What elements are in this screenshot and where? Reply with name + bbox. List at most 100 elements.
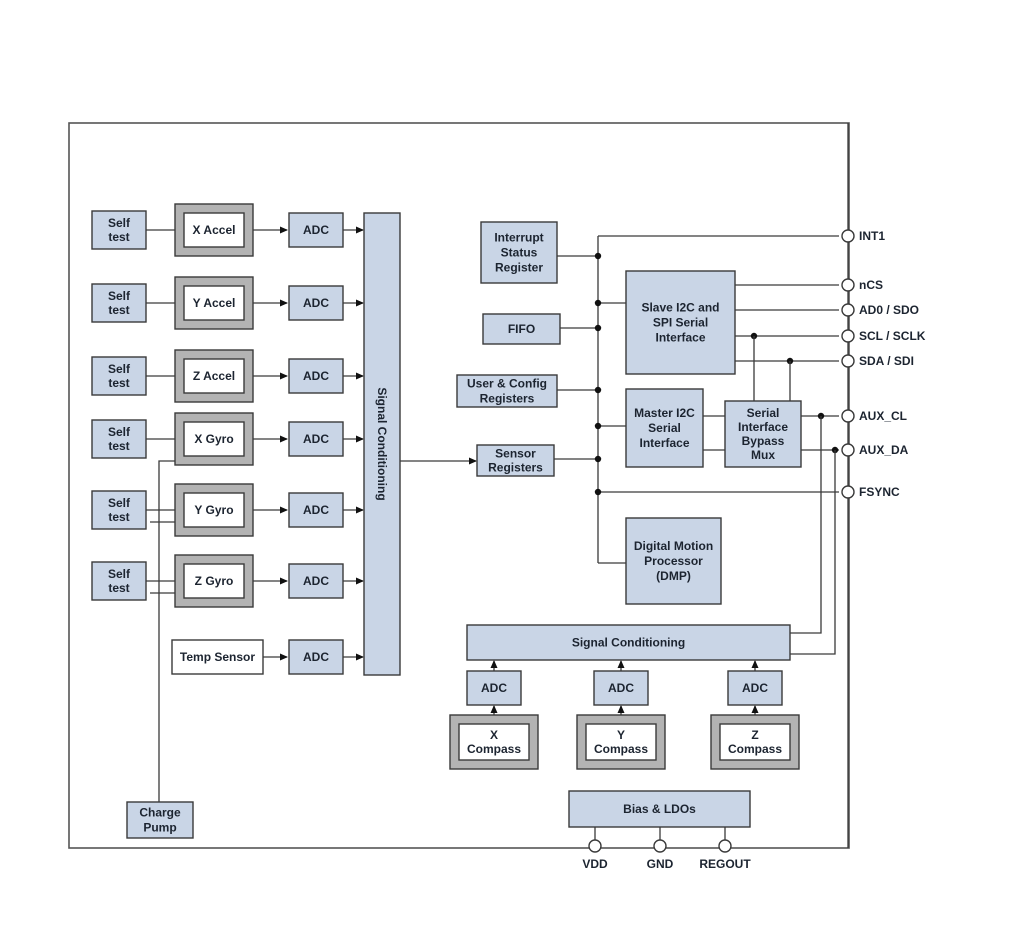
slave-i2c-spi-interface-label: Interface <box>655 331 705 345</box>
sensor-gyro-y-core <box>183 492 245 528</box>
adc-compass-y: ADC <box>593 670 649 706</box>
adc-gyro-z: ADC <box>288 563 344 599</box>
signal-conditioning-horizontal-label: Signal Conditioning <box>572 636 685 650</box>
sensor-accel-y-core <box>183 285 245 321</box>
sensor-gyro-z-label: Z Gyro <box>195 574 234 588</box>
aux-cl-compass-wire <box>790 416 822 634</box>
compass-x-label: Compass <box>467 742 521 756</box>
self-test-gyro-y-box <box>91 490 147 530</box>
adc-temp-box <box>288 639 344 675</box>
compass-y-label: Compass <box>594 742 648 756</box>
self-test-gyro-x-label: Self <box>108 425 131 439</box>
slave-i2c-spi-interface-box <box>625 270 736 375</box>
serial-interface-bypass-mux-label: Bypass <box>742 434 785 448</box>
adc-gyro-y-label: ADC <box>303 503 329 517</box>
user-config-registers-label: User & Config <box>467 377 547 391</box>
sensor-registers-label: Sensor <box>495 447 536 461</box>
pin-label-regout: REGOUT <box>699 857 751 871</box>
signal-conditioning-vertical: Signal Conditioning <box>363 212 401 676</box>
sensor-gyro-z-core <box>183 563 245 599</box>
compass-x-core <box>458 723 530 761</box>
pin-label-sda-sdi: SDA / SDI <box>859 354 914 368</box>
junction-dot <box>594 488 602 496</box>
user-config-registers-label: Registers <box>480 392 535 406</box>
pin-ncs <box>841 278 855 292</box>
junction-dot <box>594 324 602 332</box>
sensor-gyro-x: X Gyro <box>174 412 254 466</box>
adc-compass-x: ADC <box>466 670 522 706</box>
self-test-gyro-z-label: test <box>108 581 129 595</box>
pin-label-vdd: VDD <box>582 857 608 871</box>
adc-gyro-z-box <box>288 563 344 599</box>
sensor-accel-y-label: Y Accel <box>193 296 236 310</box>
bias-ldos: Bias & LDOs <box>568 790 751 828</box>
compass-x-label: X <box>490 728 498 742</box>
pin-sda-sdi <box>841 354 855 368</box>
compass-z-label: Z <box>751 728 758 742</box>
serial-interface-bypass-mux-box <box>724 400 802 468</box>
sensor-registers-box <box>476 444 555 477</box>
self-test-gyro-y-label: test <box>108 510 129 524</box>
self-test-accel-y-box <box>91 283 147 323</box>
charge-pump-label: Pump <box>143 821 176 835</box>
charge-pump-label: Charge <box>139 806 181 820</box>
adc-accel-y: ADC <box>288 285 344 321</box>
junction-dot <box>594 252 602 260</box>
sensor-accel-x-label: X Accel <box>193 223 236 237</box>
adc-compass-y-box <box>593 670 649 706</box>
self-test-gyro-x-box <box>91 419 147 459</box>
adc-compass-z-box <box>727 670 783 706</box>
pin-label-scl-sclk: SCL / SCLK <box>859 329 926 343</box>
user-config-registers-box <box>456 374 558 408</box>
serial-interface-bypass-mux-label: Serial <box>747 406 780 420</box>
interrupt-status-register-label: Status <box>501 246 538 260</box>
fifo-label: FIFO <box>508 322 535 336</box>
sensor-accel-x-core <box>183 212 245 248</box>
pin-gnd <box>653 839 667 853</box>
serial-interface-bypass-mux-label: Interface <box>738 420 788 434</box>
pin-label-aux-da: AUX_DA <box>859 443 909 457</box>
pin-int1 <box>841 229 855 243</box>
self-test-accel-y-label: Self <box>108 289 131 303</box>
signal-conditioning-vertical-label: Signal Conditioning <box>375 387 389 500</box>
junction-dot <box>594 386 602 394</box>
adc-gyro-x: ADC <box>288 421 344 457</box>
sensor-accel-z-core <box>183 358 245 394</box>
adc-compass-z-label: ADC <box>742 681 768 695</box>
pin-aux-da <box>841 443 855 457</box>
adc-compass-x-box <box>466 670 522 706</box>
wires <box>146 123 849 848</box>
junction-dot <box>594 299 602 307</box>
sensor-registers-label: Registers <box>488 461 543 475</box>
slave-i2c-spi-interface-label: SPI Serial <box>653 316 708 330</box>
adc-compass-x-label: ADC <box>481 681 507 695</box>
fifo-box <box>482 313 561 345</box>
adc-accel-x-label: ADC <box>303 223 329 237</box>
self-test-accel-x-box <box>91 210 147 250</box>
adc-accel-x-box <box>288 212 344 248</box>
digital-motion-processor-label: Digital Motion <box>634 539 713 553</box>
pin-ad0-sdo <box>841 303 855 317</box>
pin-aux-cl <box>841 409 855 423</box>
digital-motion-processor-label: (DMP) <box>656 569 691 583</box>
adc-gyro-x-label: ADC <box>303 432 329 446</box>
adc-accel-z-label: ADC <box>303 369 329 383</box>
sensor-gyro-y-label: Y Gyro <box>194 503 233 517</box>
signal-conditioning-horizontal-box <box>466 624 791 661</box>
junction-dot <box>594 422 602 430</box>
pin-label-ad0-sdo: AD0 / SDO <box>859 303 919 317</box>
